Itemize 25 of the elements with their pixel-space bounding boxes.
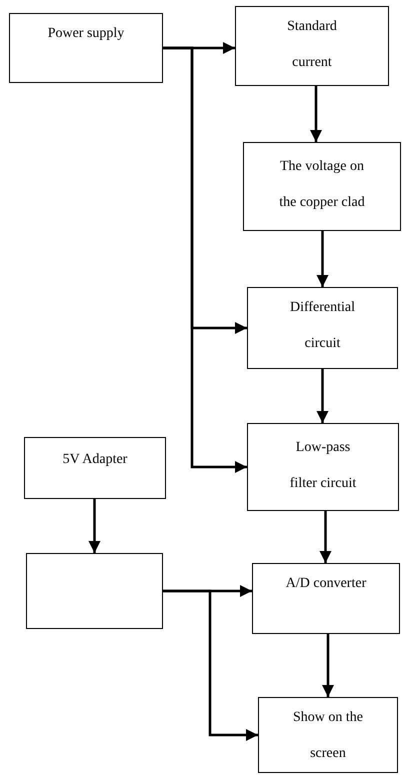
arrow [320,511,332,563]
arrow [316,369,328,423]
process-box [235,6,389,86]
process-box [247,423,399,511]
process-box [252,563,400,634]
arrow [316,231,328,287]
box-label: A/D converter [286,575,366,593]
arrow [322,634,334,697]
box-label: Low-pass filter circuit [288,439,358,493]
process-box [243,142,401,231]
box-label: Differential circuit [288,299,356,353]
box-label: 5V Adapter [62,451,128,469]
box-label: The voltage on the copper clad [278,158,366,212]
arrow [163,46,247,473]
arrow [88,499,100,553]
box-label: Power supply [48,25,124,43]
arrow [163,590,258,741]
process-box [26,553,163,629]
process-box [9,13,163,83]
process-box [258,697,398,773]
box-label: Show on the screen [292,709,364,763]
process-box [24,437,166,499]
process-box [247,287,398,369]
arrow [310,86,322,142]
box-label: Standard current [286,18,338,72]
